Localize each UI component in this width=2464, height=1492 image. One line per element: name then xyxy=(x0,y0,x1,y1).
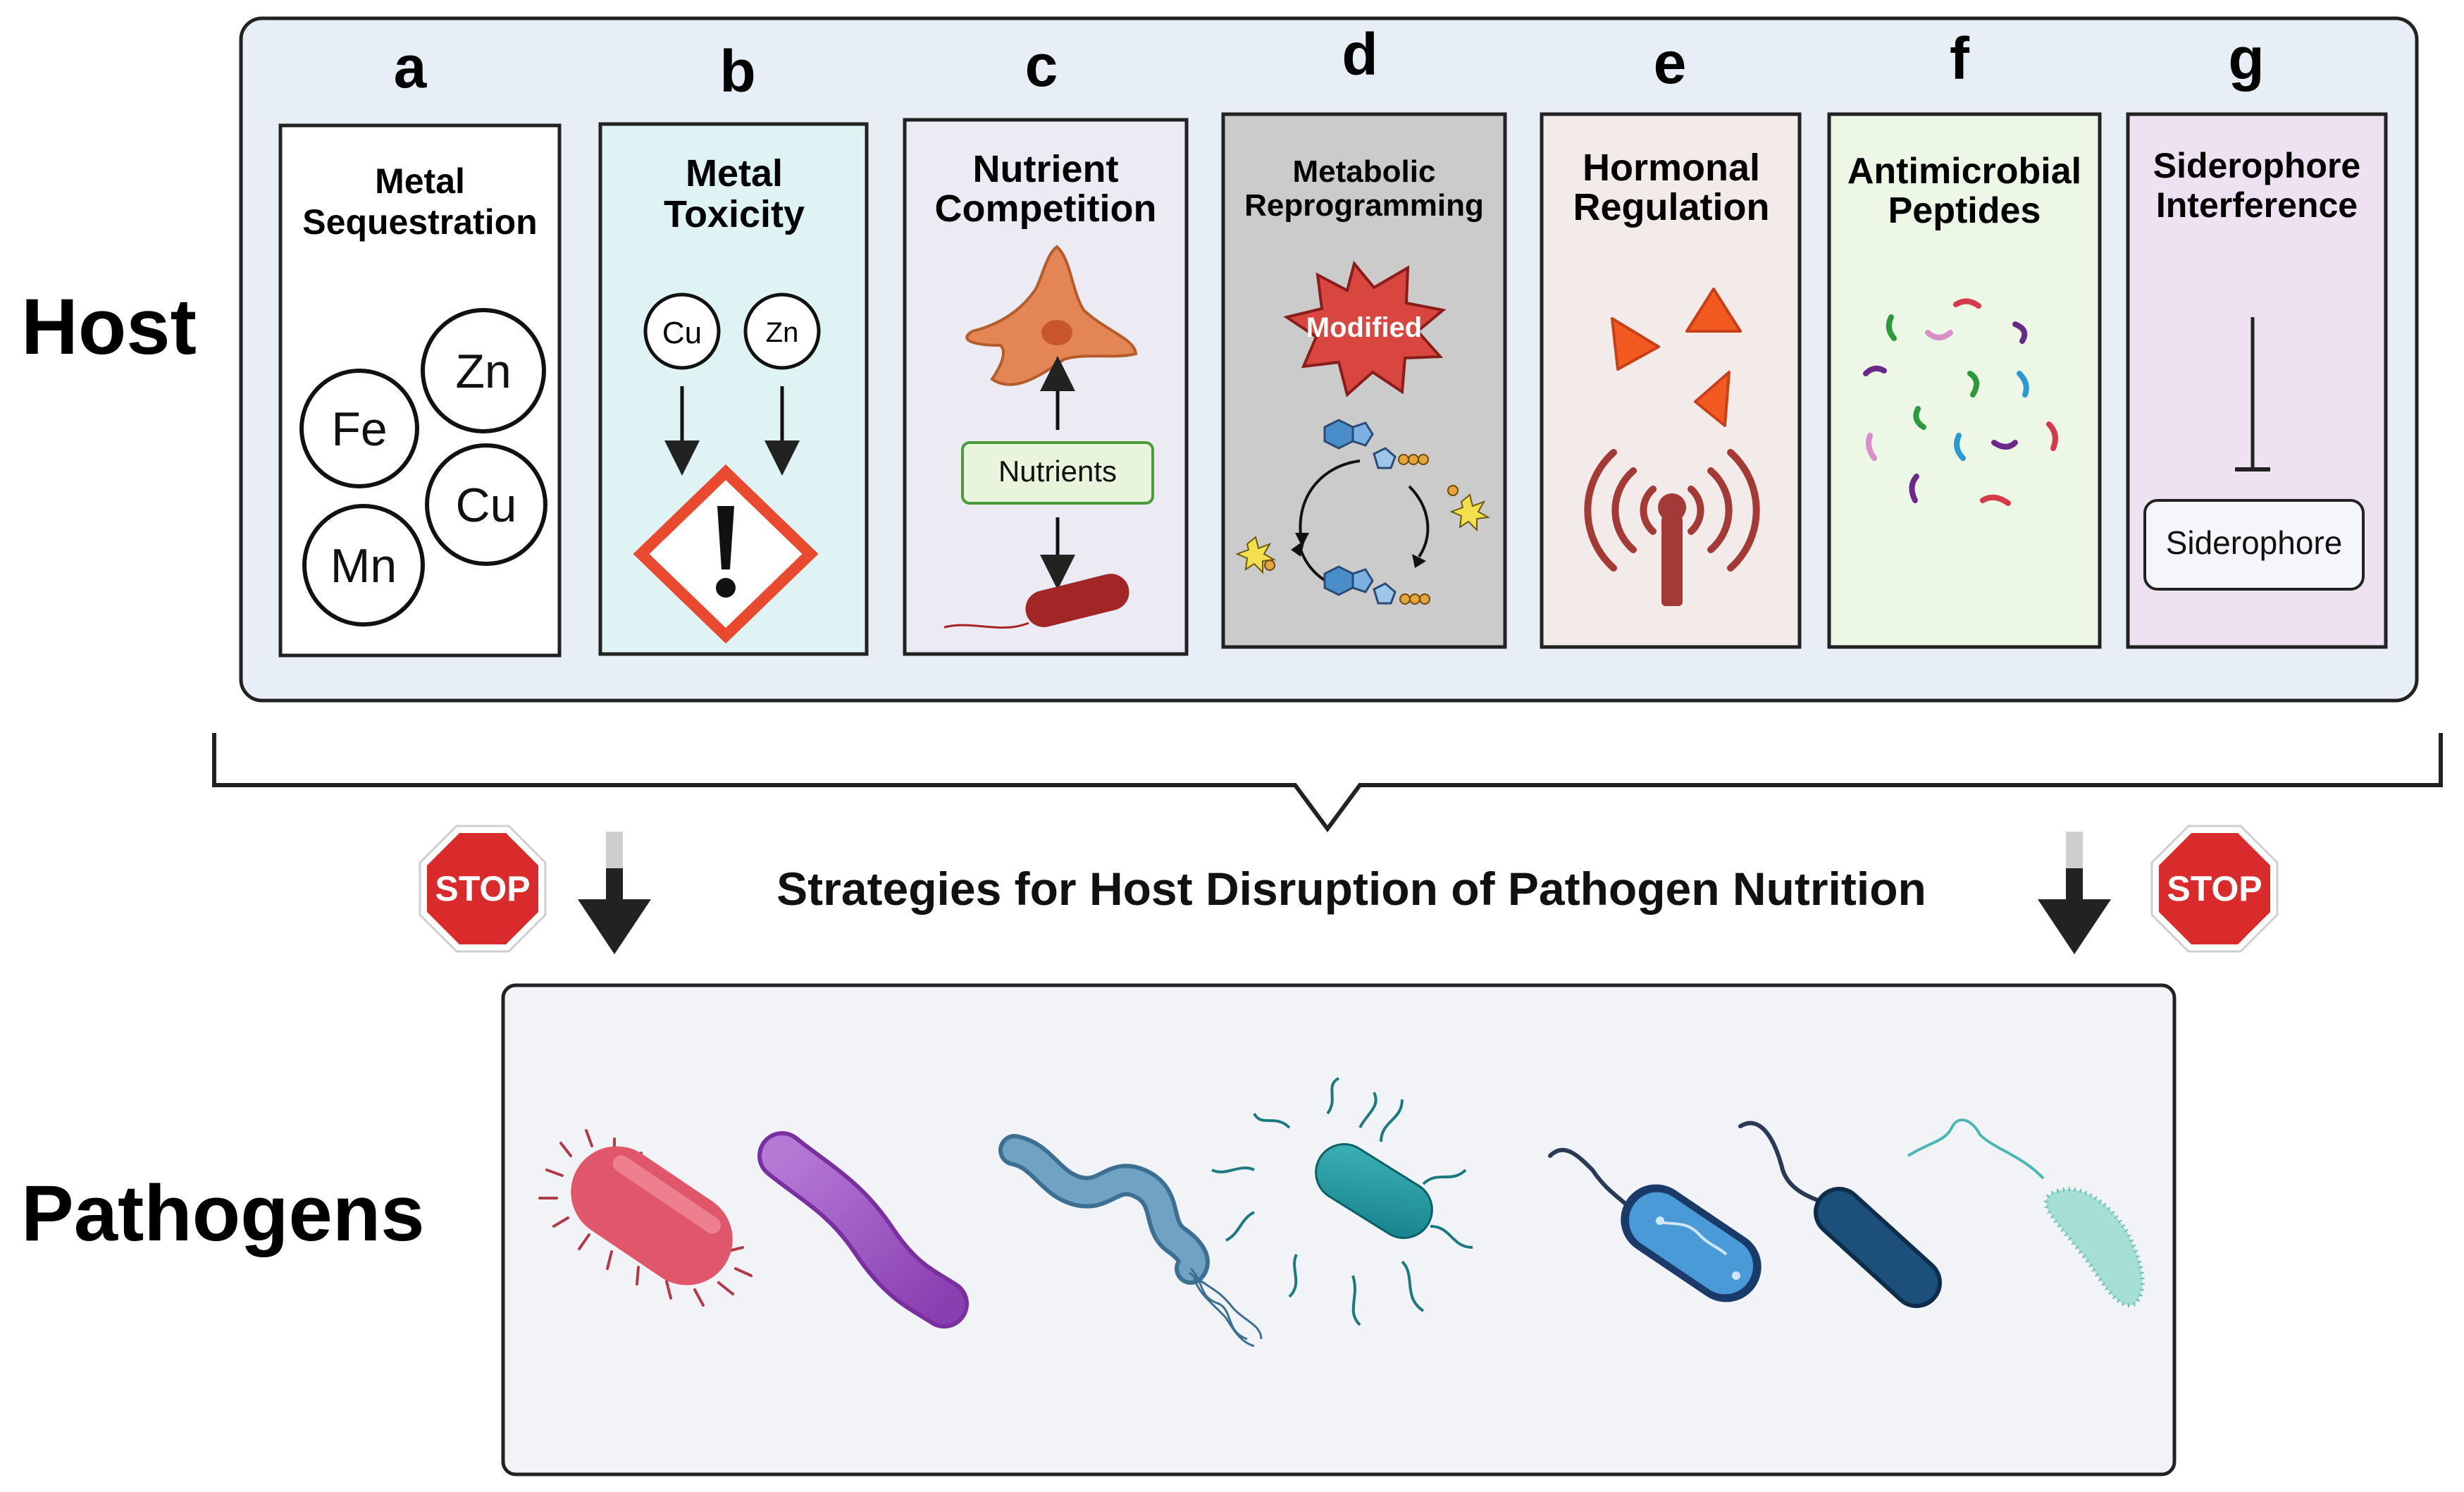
panel-a-metal-sequestration: Metal Sequestration Fe Zn Cu Mn xyxy=(278,123,562,658)
modified-label: Modified xyxy=(1306,312,1422,343)
panel-e-title-line1: Hormonal xyxy=(1583,147,1760,189)
panel-d-title-line1: Metabolic xyxy=(1293,154,1436,189)
hormone-icons xyxy=(1611,288,1742,427)
down-arrow-left-icon xyxy=(578,832,651,954)
stop-left-label: STOP xyxy=(435,869,530,908)
panel-g-siderophore-interference: Siderophore Interference Siderophore xyxy=(2126,112,2388,649)
panel-a-title-line2: Sequestration xyxy=(302,202,537,242)
toxic-metal-cu: Cu xyxy=(662,316,702,350)
panel-d-title-line2: Reprogramming xyxy=(1244,188,1484,223)
panel-g-title-line2: Interference xyxy=(2156,185,2358,225)
rod-navy-icon xyxy=(1738,1121,1942,1308)
panel-b-metal-toxicity: Metal Toxicity Cu Zn xyxy=(598,122,869,656)
metal-zn: Zn xyxy=(455,345,511,398)
panel-letter-f: f xyxy=(1950,25,1970,92)
panel-letter-c: c xyxy=(1025,32,1058,99)
panel-e-hormonal-regulation: Hormonal Regulation xyxy=(1540,112,1802,649)
panel-f-title-line2: Peptides xyxy=(1888,190,2041,231)
panel-b-title-line2: Toxicity xyxy=(664,193,805,235)
nutrients-label: Nutrients xyxy=(998,455,1117,488)
pathogens-label: Pathogens xyxy=(21,1169,425,1257)
panel-a-title-line1: Metal xyxy=(375,161,465,201)
pathogen-box xyxy=(501,983,2177,1476)
modified-badge-icon: Modified xyxy=(1283,260,1447,397)
bracket xyxy=(212,733,2443,833)
panel-c-title-line2: Competition xyxy=(935,187,1157,230)
panel-f-title-line1: Antimicrobial xyxy=(1847,151,2081,192)
panel-letter-e: e xyxy=(1654,30,1687,96)
bacterium-icon xyxy=(943,574,1129,629)
panel-letters: a b c d e f g xyxy=(394,21,2265,104)
panel-g-title-line1: Siderophore xyxy=(2153,146,2360,185)
panel-d-metabolic-reprogramming: Metabolic Reprogramming Modified xyxy=(1221,112,1507,649)
host-cell-icon xyxy=(965,245,1138,386)
spirillum-blue-icon xyxy=(998,1134,1263,1348)
panel-b-title-line1: Metal xyxy=(686,152,783,195)
panel-letter-a: a xyxy=(394,34,428,100)
siderophore-label: Siderophore xyxy=(2166,524,2343,561)
down-arrow-right-icon xyxy=(2038,832,2111,954)
panel-letter-b: b xyxy=(719,38,755,104)
panel-letter-g: g xyxy=(2228,25,2264,92)
bacillus-pink-icon xyxy=(538,1129,753,1307)
warning-icon xyxy=(633,464,819,644)
strategies-caption: Strategies for Host Disruption of Pathog… xyxy=(776,863,1926,915)
panel-c-title-line1: Nutrient xyxy=(973,148,1119,190)
host-label: Host xyxy=(21,283,197,371)
stop-right-label: STOP xyxy=(2167,869,2262,908)
panel-c-nutrient-competition: Nutrient Competition Nutrients xyxy=(903,118,1189,656)
panel-e-title-line2: Regulation xyxy=(1573,186,1770,228)
siderophore-box xyxy=(2143,499,2365,591)
stop-sign-right-icon: STOP xyxy=(2150,825,2279,953)
metal-cu: Cu xyxy=(456,479,517,532)
cell-blue-icon xyxy=(1548,1147,1762,1302)
peritrichous-teal-icon xyxy=(1211,1077,1473,1326)
panel-f-antimicrobial-peptides: Antimicrobial Peptides xyxy=(1827,112,2102,649)
rod-purple-icon xyxy=(757,1131,969,1328)
peptide-icons xyxy=(1863,298,2058,506)
stop-sign-left-icon: STOP xyxy=(419,825,547,953)
toxic-metal-zn: Zn xyxy=(766,317,799,348)
metal-fe: Fe xyxy=(331,402,387,456)
signal-antenna-icon xyxy=(1584,449,1760,572)
vibrio-mint-icon xyxy=(1907,1118,2145,1307)
nutrients-box xyxy=(961,441,1154,505)
metal-mn: Mn xyxy=(330,539,397,593)
panel-letter-d: d xyxy=(1342,21,1378,87)
metabolic-cycle-icon xyxy=(1235,419,1491,605)
